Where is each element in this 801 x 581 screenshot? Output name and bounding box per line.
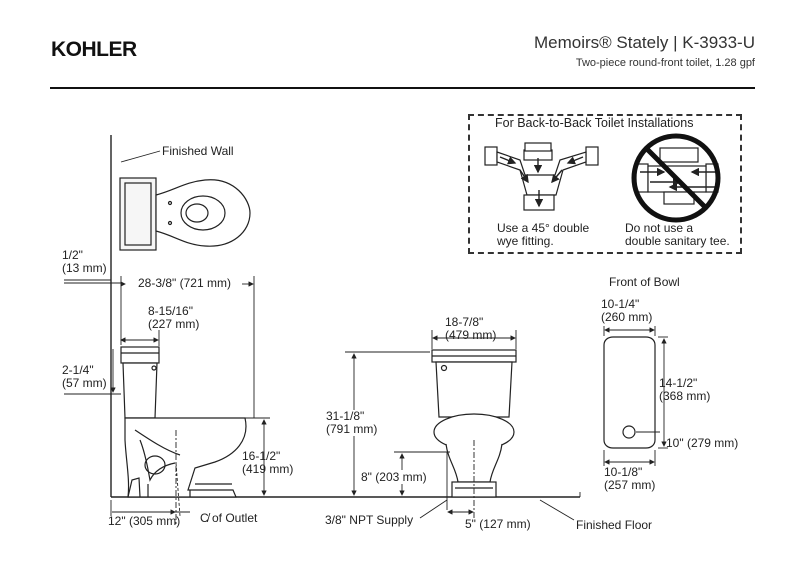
wye-fitting-diagram: [484, 142, 599, 211]
bowl-front-view: [603, 336, 656, 449]
dim-half-mm: (13 mm): [62, 261, 107, 275]
header-rule: [50, 87, 755, 89]
dim-depth: 28-3/8" (721 mm): [136, 276, 233, 290]
side-view-dimensions: [64, 150, 270, 525]
bowl-view-heading: Front of Bowl: [609, 275, 680, 289]
dim-tank-inch: 8-15/16": [148, 304, 193, 318]
prohibited-sanitary-tee-diagram: [631, 133, 721, 223]
brand-logo: KOHLER: [51, 38, 137, 61]
dim-bowl-hole: 10" (279 mm): [666, 436, 739, 450]
callout-no-text-1: Do not use a: [625, 221, 694, 235]
dim-width-mm: (479 mm): [445, 328, 497, 342]
dim-width-inch: 18-7/8": [445, 315, 484, 329]
dim-tank-mm: (227 mm): [148, 317, 200, 331]
callout-no-text-2: double sanitary tee.: [625, 234, 730, 248]
front-view-toilet: [431, 349, 517, 498]
dim-rough-in: 12" (305 mm): [108, 514, 181, 528]
side-view-toilet: [110, 135, 580, 498]
dim-bowl-top-mm: (260 mm): [601, 310, 653, 324]
callout-ok-text-1: Use a 45° double: [497, 221, 590, 235]
dim-half-inch: 1/2": [62, 248, 83, 262]
dim-bowl-height-inch: 14-1/2": [659, 376, 698, 390]
dim-supply-offset: 5" (127 mm): [465, 517, 531, 531]
dim-height-mm: (791 mm): [326, 422, 378, 436]
dim-bowl-bottom-mm: (257 mm): [604, 478, 656, 492]
finished-wall-label: Finished Wall: [162, 144, 234, 158]
dim-2q-mm: (57 mm): [62, 376, 107, 390]
dim-rim-inch: 16-1/2": [242, 449, 281, 463]
outlet-centerline-label: C̸ of Outlet: [200, 511, 258, 525]
back-to-back-callout: [468, 114, 742, 254]
page-title: Memoirs® Stately | K-3933-U: [533, 33, 755, 52]
dim-bowl-bottom-inch: 10-1/8": [604, 465, 643, 479]
prohibited-icon: [631, 133, 721, 223]
supply-label: 3/8" NPT Supply: [325, 513, 414, 527]
dim-bowl-top-inch: 10-1/4": [601, 297, 640, 311]
callout-ok-text-2: wye fitting.: [497, 234, 554, 248]
dim-height-inch: 31-1/8": [326, 409, 365, 423]
dim-supply-height: 8" (203 mm): [360, 470, 428, 484]
dim-bowl-height-mm: (368 mm): [659, 389, 711, 403]
dim-2q-inch: 2-1/4": [62, 363, 94, 377]
dim-rim-mm: (419 mm): [242, 462, 294, 476]
finished-floor-label: Finished Floor: [576, 518, 653, 532]
bowl-dimensions: [603, 326, 668, 466]
callout-heading: For Back-to-Back Toilet Installations: [495, 116, 694, 130]
page-subtitle: Two-piece round-front toilet, 1.28 gpf: [575, 57, 755, 69]
